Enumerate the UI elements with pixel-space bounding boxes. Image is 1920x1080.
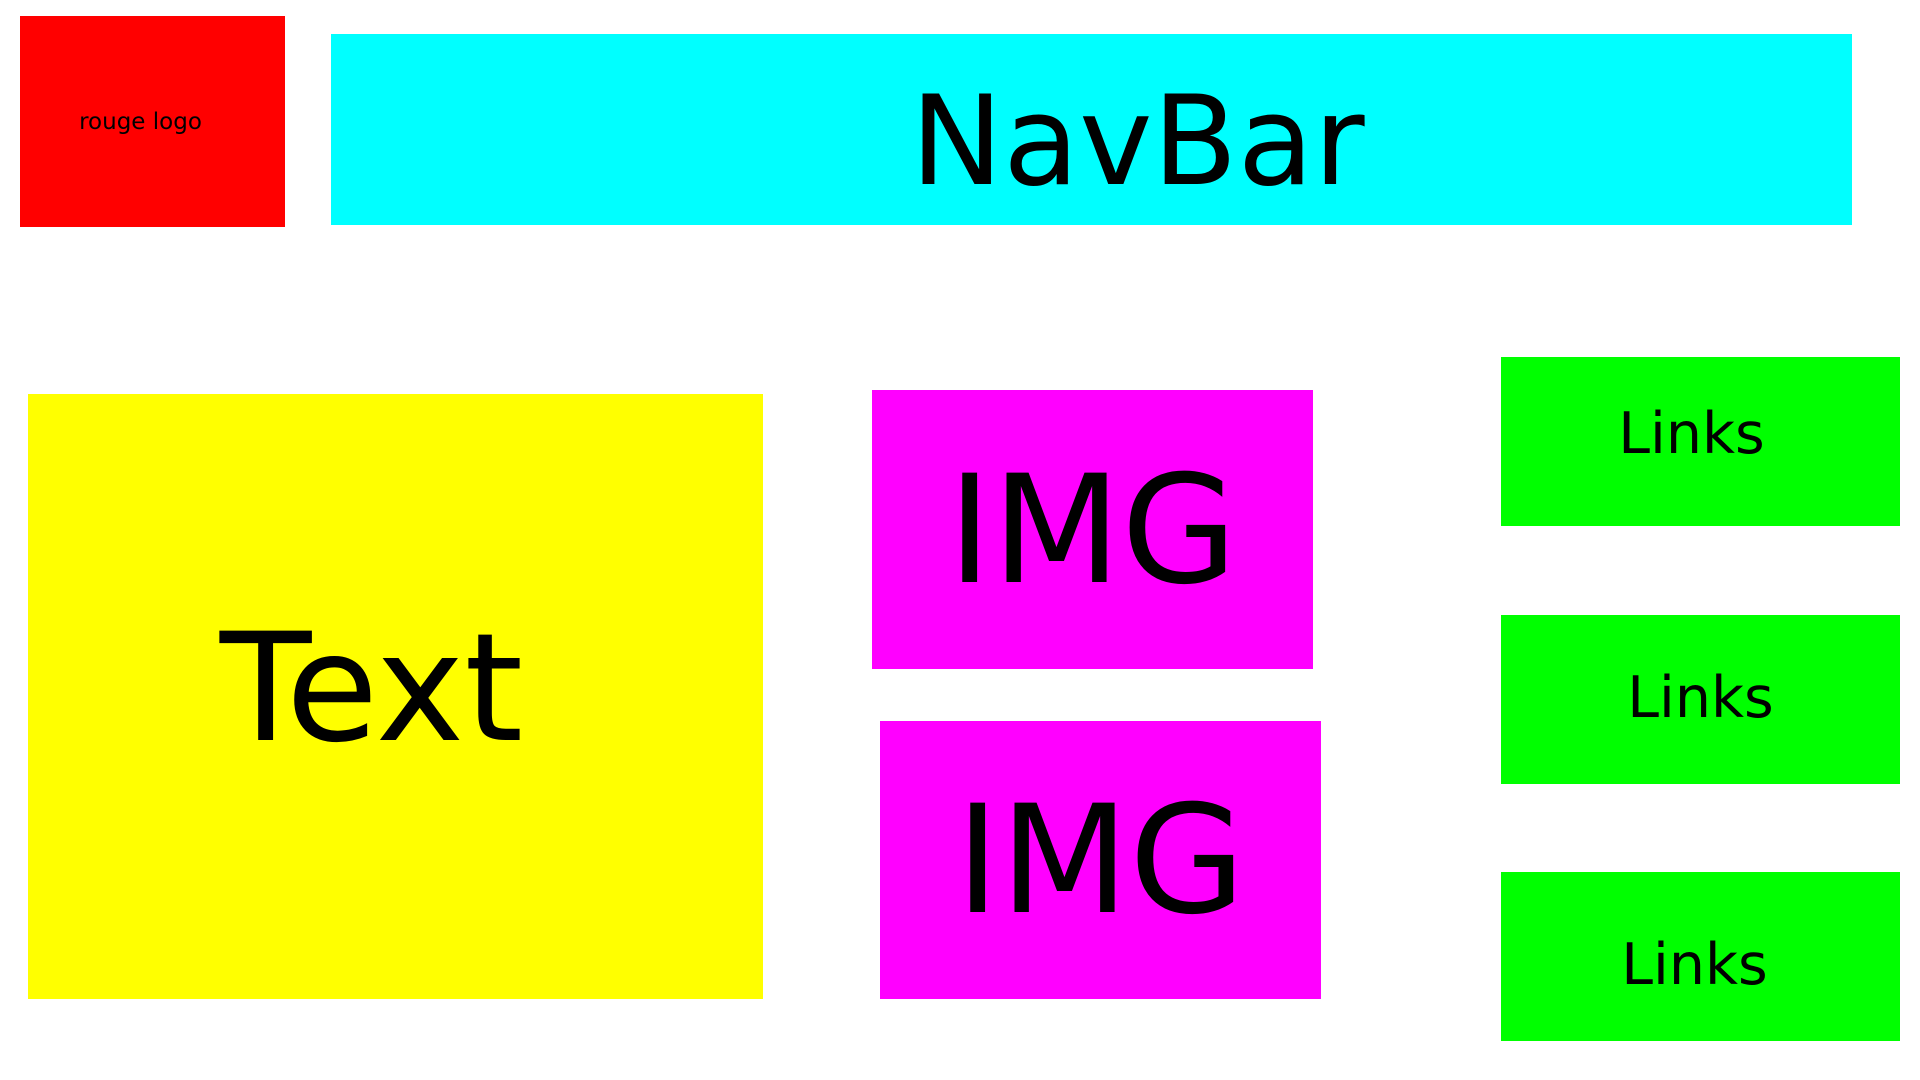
links-label: Links: [1627, 665, 1774, 731]
image-label: IMG: [947, 443, 1238, 618]
text-block: Text: [28, 394, 763, 999]
navbar-block: NavBar: [331, 34, 1852, 225]
image-placeholder-1: IMG: [872, 390, 1313, 669]
image-label: IMG: [955, 774, 1246, 948]
logo-block[interactable]: rouge logo: [20, 16, 285, 227]
text-block-label: Text: [219, 601, 524, 776]
links-block-2[interactable]: Links: [1501, 615, 1900, 784]
links-label: Links: [1618, 401, 1765, 467]
links-label: Links: [1621, 932, 1768, 998]
image-placeholder-2: IMG: [880, 721, 1321, 999]
navbar-label: NavBar: [910, 69, 1365, 214]
logo-label: rouge logo: [79, 109, 202, 135]
links-block-1[interactable]: Links: [1501, 357, 1900, 526]
links-block-3[interactable]: Links: [1501, 872, 1900, 1041]
